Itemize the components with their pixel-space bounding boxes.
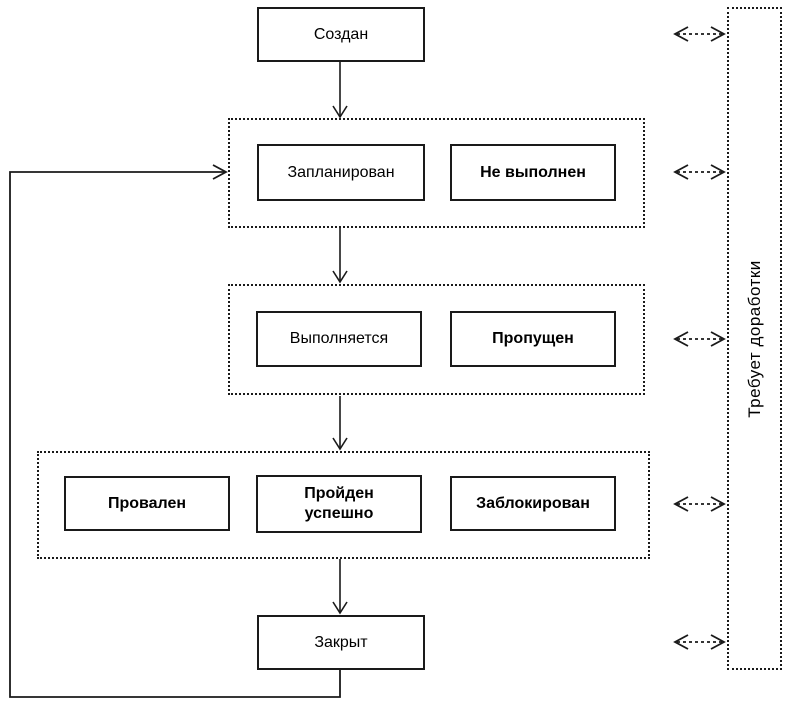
arrowhead-planned-to-execution: [332, 270, 348, 284]
double-arrow-result-rework: [673, 496, 726, 512]
node-blocked: Заблокирован: [450, 476, 616, 531]
group-execution-states: [228, 284, 645, 395]
node-not-executed: Не выполнен: [450, 144, 616, 201]
node-blocked-label: Заблокирован: [476, 494, 590, 512]
node-failed: Провален: [64, 476, 230, 531]
node-rework: Требует доработки: [727, 7, 782, 670]
group-planned-states: [228, 118, 645, 228]
arrowhead-result-to-closed: [332, 601, 348, 615]
arrow-closed-to-planned-loop: [9, 171, 341, 698]
node-skipped-label: Пропущен: [492, 330, 574, 347]
node-passed-label: Пройден успешно: [304, 485, 374, 522]
double-arrow-created-rework: [673, 26, 726, 42]
node-passed: Пройден успешно: [256, 475, 422, 533]
node-created-label: Создан: [313, 25, 369, 43]
double-arrow-closed-rework: [673, 634, 726, 650]
node-planned: Запланирован: [257, 144, 425, 201]
group-result-states: [37, 451, 650, 559]
node-closed-label: Закрыт: [314, 633, 368, 651]
node-not-executed-label: Не выполнен: [480, 163, 586, 181]
node-in-progress: Выполняется: [256, 311, 422, 367]
arrowhead-execution-to-result: [332, 437, 348, 451]
double-arrow-execution-rework: [673, 331, 726, 347]
arrowhead-closed-to-planned-loop: [212, 164, 228, 180]
node-in-progress-label: Выполняется: [289, 330, 389, 347]
node-created: Создан: [257, 7, 425, 62]
node-failed-label: Провален: [107, 494, 187, 512]
node-rework-label: Требует доработки: [744, 259, 764, 418]
double-arrow-planned-rework: [673, 164, 726, 180]
arrowhead-created-to-planned: [332, 105, 348, 119]
node-planned-label: Запланирован: [287, 163, 395, 181]
node-skipped: Пропущен: [450, 311, 616, 367]
node-closed: Закрыт: [257, 615, 425, 670]
